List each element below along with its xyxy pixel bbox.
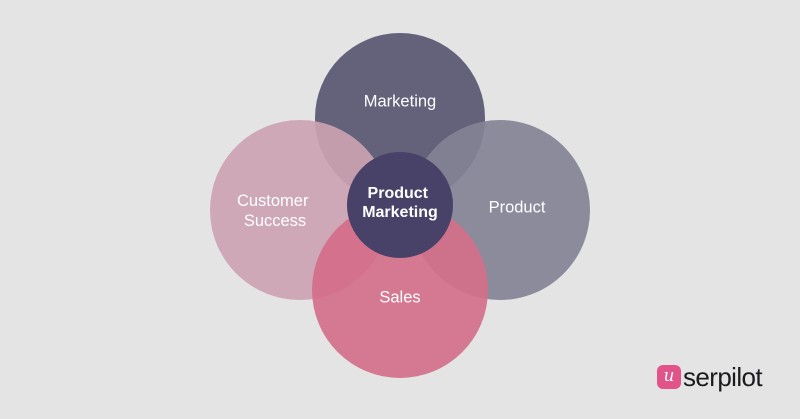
venn-label-product-marketing: Product Marketing bbox=[362, 185, 438, 221]
venn-circle-product-marketing[interactable] bbox=[347, 152, 453, 258]
venn-circle-sales[interactable] bbox=[312, 202, 488, 378]
userpilot-logo-mark-icon: u bbox=[657, 365, 681, 389]
venn-label-customer-success-line1: Customer bbox=[237, 192, 309, 210]
userpilot-logo-mark-glyph: u bbox=[663, 365, 675, 386]
userpilot-wordmark: serpilot bbox=[683, 362, 763, 392]
venn-label-product-marketing-line2: Marketing bbox=[362, 204, 438, 221]
venn-label-customer-success-line2: Success bbox=[244, 212, 306, 230]
venn-label-product-marketing-line1: Product bbox=[368, 185, 429, 202]
venn-label-customer-success: Customer Success bbox=[237, 192, 313, 230]
venn-label-product: Product bbox=[489, 198, 546, 216]
userpilot-logo: u serpilot bbox=[657, 360, 763, 394]
venn-label-marketing: Marketing bbox=[364, 92, 436, 110]
venn-circle-group bbox=[210, 33, 590, 378]
venn-label-sales: Sales bbox=[379, 288, 420, 306]
